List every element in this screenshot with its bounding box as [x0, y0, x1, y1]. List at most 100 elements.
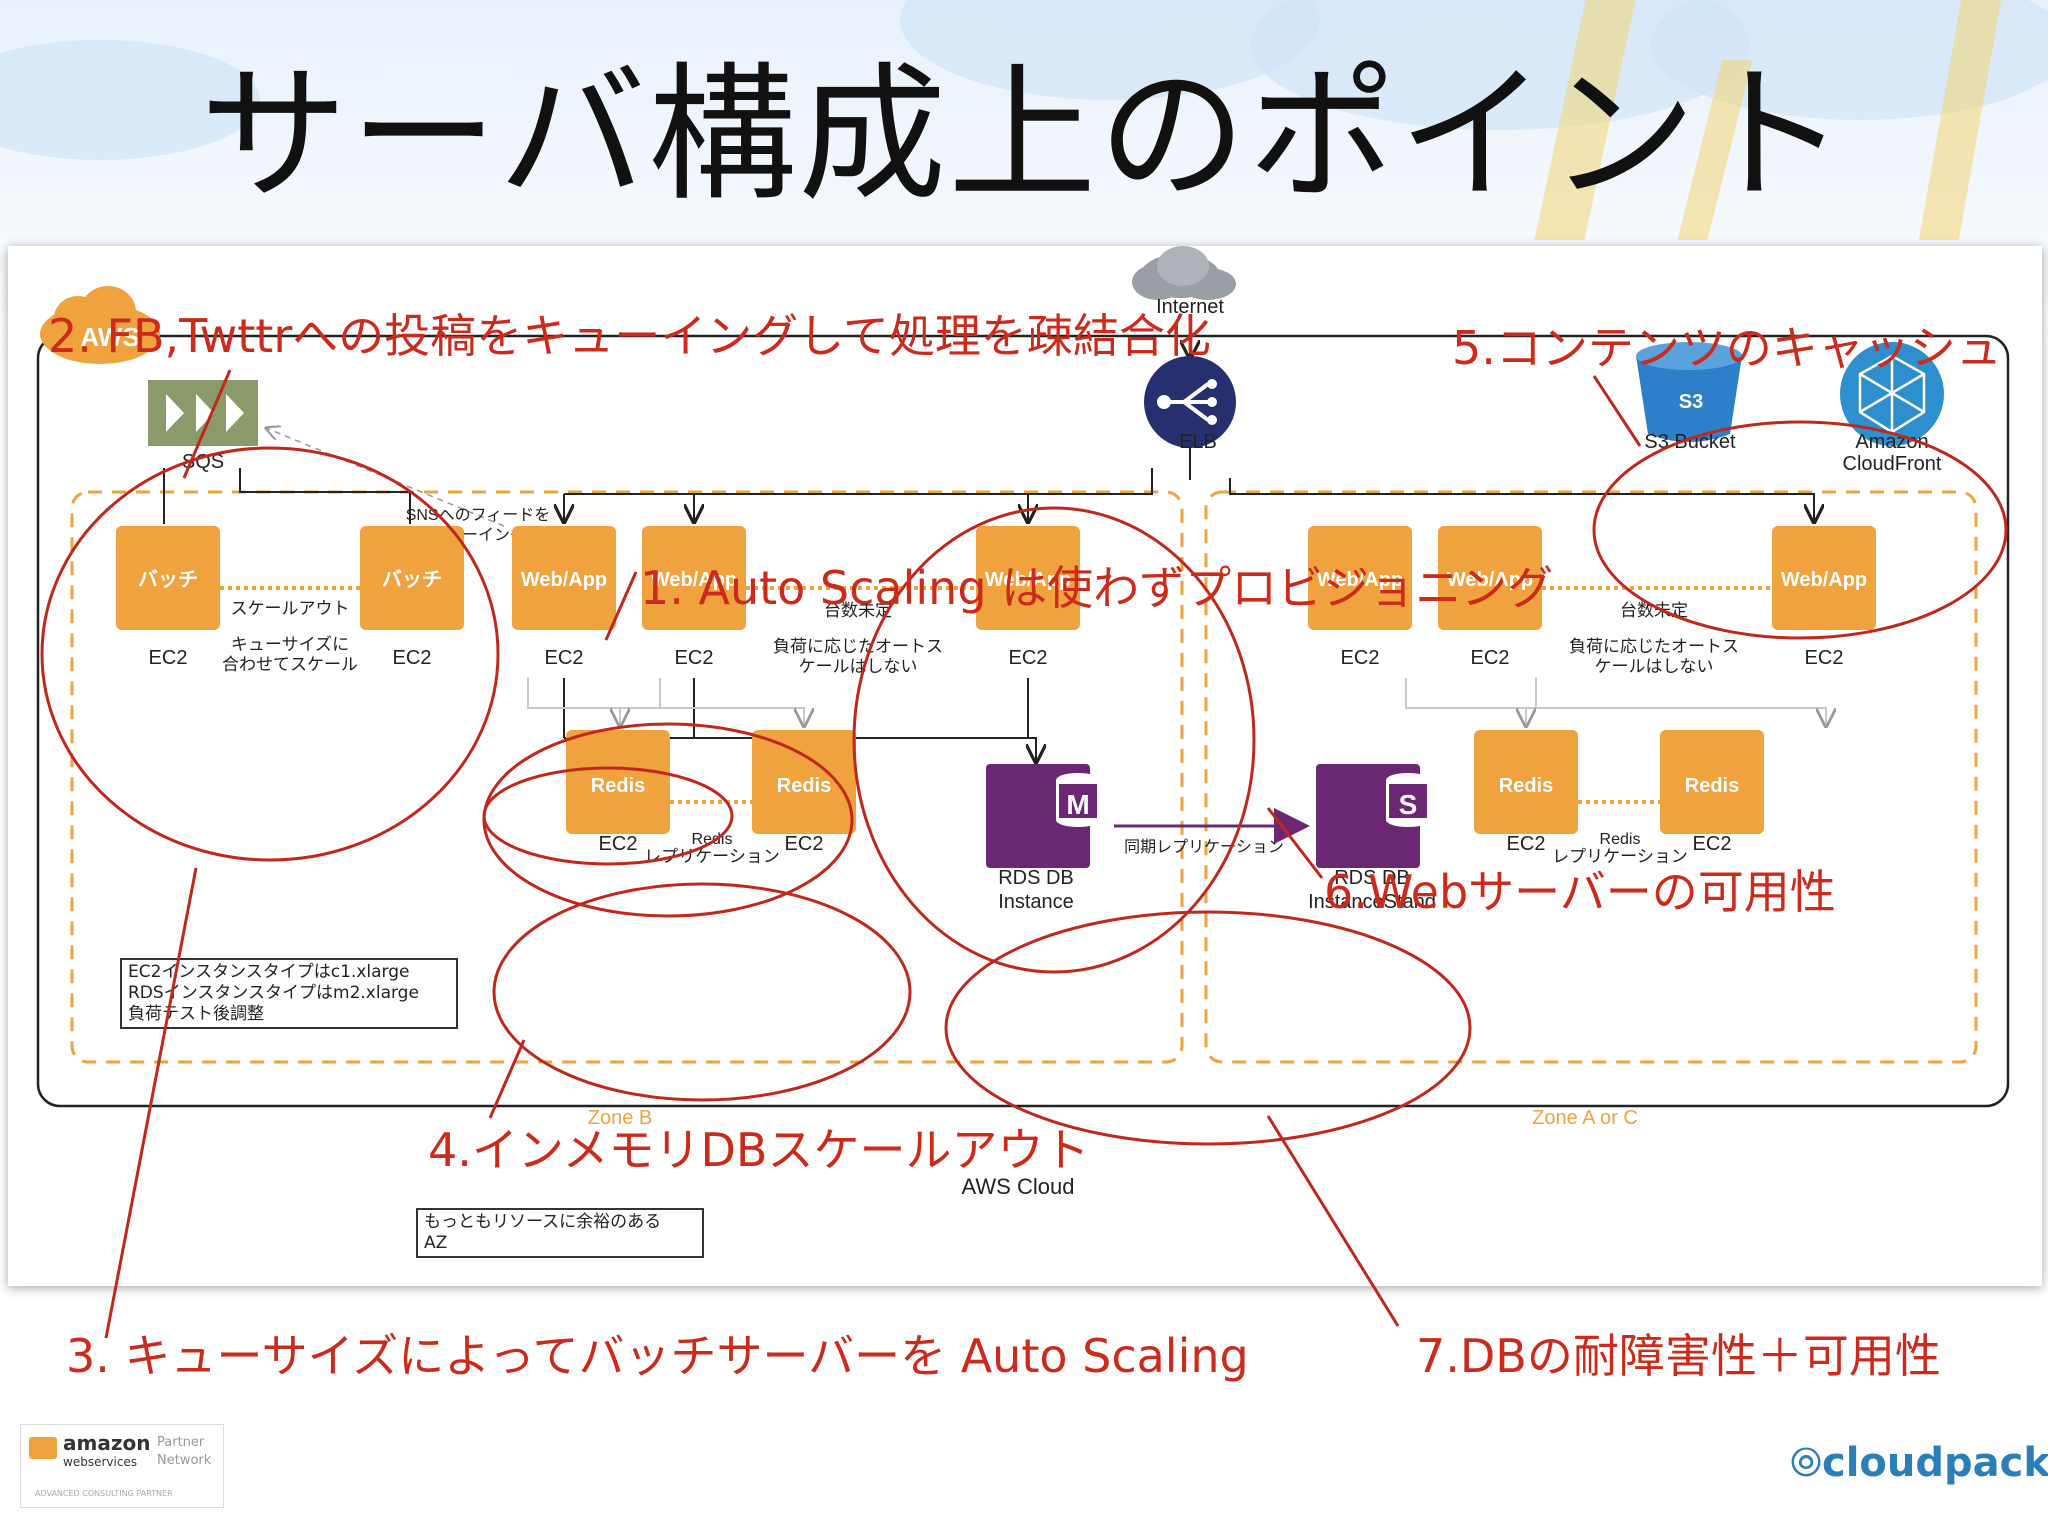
- callout-line-4: [488, 1039, 526, 1119]
- svg-text:Web/App: Web/App: [521, 569, 607, 591]
- callout-ring-web-b3: [852, 506, 1256, 974]
- note-7-db-fault-tolerance: 7.DBの耐障害性＋可用性: [1416, 1329, 1941, 1383]
- s3-bucket-icon: S3 S3 Bucket: [1636, 342, 1742, 453]
- svg-text:Web/App: Web/App: [1781, 569, 1867, 591]
- svg-text:Redis: Redis: [777, 775, 831, 797]
- web-to-redis-gray: [527, 678, 1826, 726]
- aws-logo-icon: [29, 1437, 57, 1459]
- rds-instance-icon: M RDS DB Instance: [986, 764, 1100, 913]
- svg-text:Redis: Redis: [1685, 775, 1739, 797]
- no-autoscale-ac-2: ケールはしない: [1595, 657, 1714, 676]
- redis-repl-ac-2: レプリケーション: [1552, 847, 1688, 866]
- internet-cloud-icon: Internet: [1132, 246, 1236, 318]
- note-5-content-cache: 5.コンテンツのキャッシュ: [1452, 321, 2002, 375]
- rds-instance-label-1: RDS DB: [998, 867, 1074, 889]
- aws-cloud-label: AWS Cloud: [962, 1174, 1075, 1199]
- svg-text:Web/App: Web/App: [1317, 569, 1403, 591]
- rds-standby-icon: S RDS DB InstanceStand: [1308, 764, 1436, 913]
- no-autoscale-b-2: ケールはしない: [799, 657, 918, 676]
- svg-text:EC2: EC2: [1471, 647, 1510, 669]
- svg-text:EC2: EC2: [1805, 647, 1844, 669]
- callout-ring-web-b: [482, 766, 734, 866]
- redis-ec2-b2: Redis EC2: [752, 730, 856, 855]
- zone-ac-label: Zone A or C: [1532, 1107, 1638, 1129]
- architecture-diagram: AWS Cloud AWS Internet: [8, 246, 2042, 1286]
- aws-cloud-boundary: [36, 334, 2010, 1108]
- queue-scale-1: キューサイズに: [231, 635, 349, 654]
- cloudfront-icon: Amazon CloudFront: [1840, 342, 1944, 475]
- note-6-web-availability: 6.Webサーバーの可用性: [1324, 865, 1836, 919]
- webapp-ec2-ac3: Web/App EC2: [1772, 526, 1876, 669]
- callout-ring-sqs: [40, 446, 500, 862]
- webapp-ec2-b2: Web/App EC2: [642, 526, 746, 669]
- svg-text:S: S: [1399, 789, 1418, 820]
- redis-repl-b-2: レプリケーション: [644, 847, 780, 866]
- svg-text:Redis: Redis: [1499, 775, 1553, 797]
- elb-to-zone-ac: [1229, 478, 1814, 522]
- count-undefined-b: 台数未定: [824, 601, 892, 620]
- callout-line-5: [1592, 375, 1642, 447]
- redis-repl-ac-1: Redis: [1600, 831, 1641, 848]
- svg-text:バッチ: バッチ: [138, 568, 198, 591]
- note-2-queueing: 2. FB,Twttrへの投稿をキューイングして処理を疎結合化: [48, 309, 1211, 363]
- callout-ring-web-b-left: [482, 722, 854, 918]
- no-autoscale-ac-1: 負荷に応じたオートス: [1569, 637, 1739, 656]
- callout-line-6: [1266, 807, 1324, 879]
- svg-text:M: M: [1066, 789, 1089, 820]
- svg-text:EC2: EC2: [675, 647, 714, 669]
- svg-text:EC2: EC2: [393, 647, 432, 669]
- rds-standby-label-1: RDS DB: [1334, 867, 1410, 889]
- note-4-inmemory-db: 4.インメモリDBスケールアウト: [428, 1123, 1090, 1177]
- webapp-ec2-b3: Web/App EC2: [976, 526, 1080, 669]
- callout-ring-rds: [944, 910, 1472, 1146]
- sqs-icon: SQS: [148, 380, 258, 473]
- az-note: もっともリソースに余裕のある AZ: [416, 1208, 704, 1258]
- cloudfront-label-1: Amazon: [1855, 431, 1928, 453]
- no-autoscale-b-1: 負荷に応じたオートス: [773, 637, 943, 656]
- queue-scale-2: 合わせてスケール: [222, 655, 358, 674]
- instance-type-note: EC2インスタンスタイプはc1.xlarge RDSインスタンスタイプはm2.x…: [120, 958, 458, 1029]
- svg-text:EC2: EC2: [785, 833, 824, 855]
- elb-label: ELB: [1179, 431, 1217, 453]
- bg-cloud: [0, 40, 260, 160]
- svg-text:Web/App: Web/App: [1447, 569, 1533, 591]
- slide-title: サーバ構成上のポイント: [199, 49, 1849, 221]
- cloudpack-logo: ⦾cloudpack: [1790, 1440, 2048, 1486]
- sqs-to-batch-right: [239, 468, 411, 524]
- elb-icon: ELB: [1144, 356, 1236, 453]
- aws-partner-logo: amazon webservices Partner Network ADVAN…: [20, 1424, 224, 1508]
- svg-text:EC2: EC2: [599, 833, 638, 855]
- rds-instance-label-2: Instance: [998, 891, 1074, 913]
- webapp-ec2-ac1: Web/App EC2: [1308, 526, 1412, 669]
- sns-feed-arrow: [266, 428, 505, 527]
- svg-text:AWS: AWS: [80, 322, 139, 352]
- svg-text:Web/App: Web/App: [985, 569, 1071, 591]
- callout-line-1: [604, 571, 638, 641]
- svg-text:EC2: EC2: [1009, 647, 1048, 669]
- svg-text:EC2: EC2: [1693, 833, 1732, 855]
- callout-line-3: [104, 867, 198, 1339]
- redis-ec2-ac2: Redis EC2: [1660, 730, 1764, 855]
- svg-text:Web/App: Web/App: [651, 569, 737, 591]
- batch-ec2-left: バッチ EC2: [116, 526, 220, 669]
- redis-ec2-b1: Redis EC2: [566, 730, 670, 855]
- aws-logo-icon: AWS: [40, 286, 160, 364]
- svg-text:バッチ: バッチ: [382, 568, 442, 591]
- cloudfront-label-2: CloudFront: [1843, 453, 1942, 475]
- svg-text:Redis: Redis: [591, 775, 645, 797]
- note-1-provisioning: 1. Auto Scaling は使わずプロビジョニング: [640, 561, 1554, 615]
- zone-a-or-c: [1204, 490, 1978, 1064]
- batch-ec2-right: バッチ EC2: [360, 526, 464, 669]
- cloudpack-swirl-icon: ⦾: [1790, 1440, 1822, 1486]
- svg-text:EC2: EC2: [1507, 833, 1546, 855]
- zone-b-label: Zone B: [588, 1107, 652, 1129]
- internet-label: Internet: [1156, 296, 1224, 318]
- svg-text:EC2: EC2: [149, 647, 188, 669]
- redis-ec2-ac1: Redis EC2: [1474, 730, 1578, 855]
- webapp-ec2-ac2: Web/App EC2: [1438, 526, 1542, 669]
- note-3-batch-autoscaling: 3. キューサイズによってバッチサーバーを Auto Scaling: [66, 1329, 1249, 1383]
- zone-b: [70, 490, 1184, 1064]
- webapp-ec2-b1: Web/App EC2: [512, 526, 616, 669]
- callout-line-7: [1266, 1115, 1400, 1327]
